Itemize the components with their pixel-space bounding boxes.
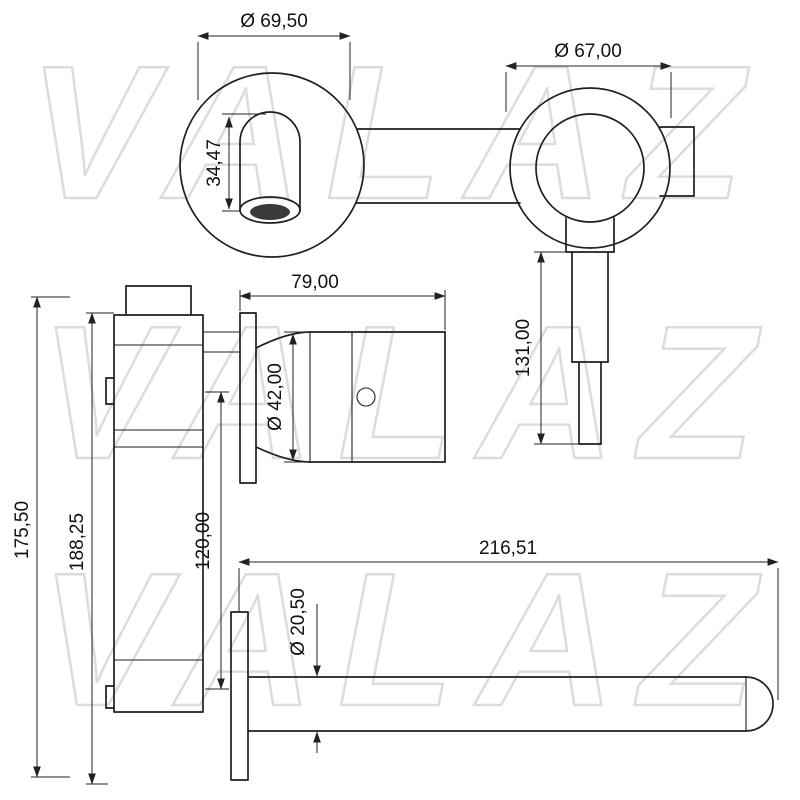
lever-handle	[565, 217, 615, 445]
spout-outlet-hole	[250, 204, 290, 220]
front-view-handle-plate	[509, 87, 695, 445]
dim-label-trim-diameter: Ø 42,00	[265, 363, 286, 431]
mixer-plate-circle	[179, 72, 365, 258]
dim-spout-opening-offset: 34,47	[204, 113, 266, 212]
side-view-body	[105, 285, 446, 713]
dim-label-handle-length: 131,00	[513, 319, 534, 377]
watermark: VALAZ VALAZ VALAZ	[27, 26, 779, 748]
spout-outlet-profile	[239, 111, 301, 211]
dim-label-body-height: 120,00	[193, 512, 214, 570]
dim-spout-reach: 216,51	[238, 538, 779, 700]
watermark-row-3: VALAZ	[40, 534, 779, 746]
dim-label-spout-opening-offset: 34,47	[204, 139, 225, 187]
inlet-pipe	[125, 285, 192, 316]
handle-hub-circle	[535, 113, 645, 223]
spout-escutcheon	[230, 611, 249, 781]
dim-label-body-projection: 79,00	[291, 272, 339, 293]
dim-handle-plate-diameter: Ø 67,00	[505, 41, 672, 118]
dim-label-spout-reach: 216,51	[479, 538, 537, 559]
dim-label-plate-front-diameter: Ø 69,50	[240, 11, 308, 32]
dim-total-height-outer: 175,50	[12, 296, 70, 778]
dim-plate-front-diameter: Ø 69,50	[197, 11, 351, 100]
dim-label-spout-tube-diameter: Ø 20,50	[288, 588, 309, 656]
dim-body-height: 120,00	[193, 391, 229, 690]
spout-tube	[247, 676, 774, 732]
dim-total-height-inner: 188,25	[67, 312, 114, 785]
watermark-row-2: VALAZ	[40, 287, 779, 499]
dim-body-projection: 79,00	[239, 272, 446, 330]
handle-plate-circle	[509, 87, 671, 249]
dimensions: Ø 69,50 34,47 Ø 67,00 131,00	[12, 11, 779, 785]
dim-trim-diameter: Ø 42,00	[265, 331, 310, 463]
dim-handle-length: 131,00	[513, 251, 578, 445]
mixer-body	[105, 314, 204, 713]
front-view-mixer-plate	[179, 72, 521, 258]
trim-cylinder	[255, 331, 446, 463]
spout-outlet-rim	[239, 196, 301, 224]
watermark-row-1: VALAZ	[28, 27, 767, 239]
dim-spout-tube-diameter: Ø 20,50	[288, 588, 321, 753]
escutcheon-side	[239, 312, 257, 484]
dim-label-total-height-inner: 188,25	[67, 513, 88, 571]
dim-label-handle-plate-diameter: Ø 67,00	[554, 41, 622, 62]
dim-label-total-height-outer: 175,50	[12, 501, 33, 559]
set-screw	[356, 387, 376, 407]
front-view-spout	[230, 611, 774, 781]
